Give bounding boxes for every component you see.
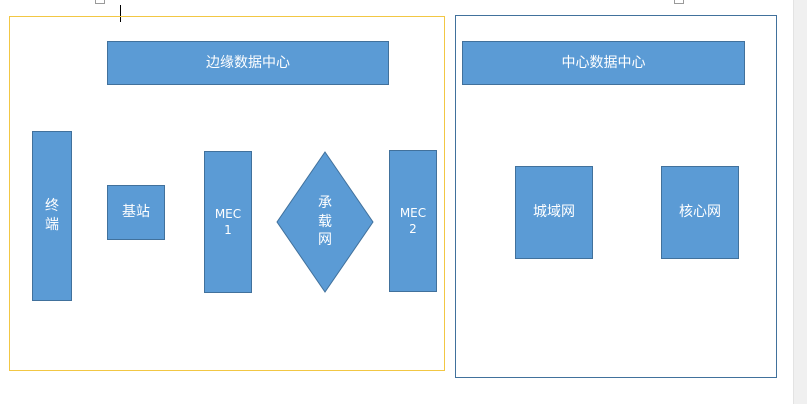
metro-network-label: 城域网 xyxy=(533,204,575,221)
center-data-center-frame[interactable] xyxy=(455,15,777,378)
mec2-box[interactable]: MEC 2 xyxy=(389,150,437,292)
diamond-shape xyxy=(276,151,374,293)
text-cursor xyxy=(120,5,121,22)
core-network-label: 核心网 xyxy=(679,204,721,221)
mec1-label-line: 1 xyxy=(224,223,232,237)
edge-data-center-title-box[interactable]: 边缘数据中心 xyxy=(107,41,389,85)
base-station-label: 基站 xyxy=(122,204,150,221)
core-network-box[interactable]: 核心网 xyxy=(661,166,739,259)
base-station-box[interactable]: 基站 xyxy=(107,185,165,240)
bearer-network-diamond[interactable]: 承 载 网 xyxy=(276,151,374,293)
bearer-network-label-char: 承 xyxy=(318,194,332,211)
mec2-label: MEC 2 xyxy=(400,205,426,237)
metro-network-box[interactable]: 城域网 xyxy=(515,166,593,259)
mec1-label: MEC 1 xyxy=(215,206,241,238)
shape-handle[interactable] xyxy=(95,0,105,4)
center-data-center-title-box[interactable]: 中心数据中心 xyxy=(462,41,745,85)
bearer-network-label-char: 载 xyxy=(318,213,332,230)
terminal-label-char: 端 xyxy=(45,217,59,233)
shape-handle[interactable] xyxy=(674,0,684,4)
vertical-scrollbar[interactable] xyxy=(793,0,807,404)
mec1-label-line: MEC xyxy=(214,206,242,221)
bearer-network-label: 承 载 网 xyxy=(276,151,374,293)
terminal-label: 终 端 xyxy=(45,197,59,235)
center-data-center-title: 中心数据中心 xyxy=(561,54,646,71)
terminal-label-char: 终 xyxy=(45,198,59,215)
mec1-box[interactable]: MEC 1 xyxy=(204,151,252,293)
mec2-label-line: 2 xyxy=(409,222,417,236)
mec2-label-line: MEC xyxy=(399,205,427,220)
edge-data-center-title: 边缘数据中心 xyxy=(206,54,290,71)
edge-data-center-frame[interactable] xyxy=(9,16,445,371)
terminal-box[interactable]: 终 端 xyxy=(32,131,72,301)
bearer-network-label-char: 网 xyxy=(318,232,332,249)
